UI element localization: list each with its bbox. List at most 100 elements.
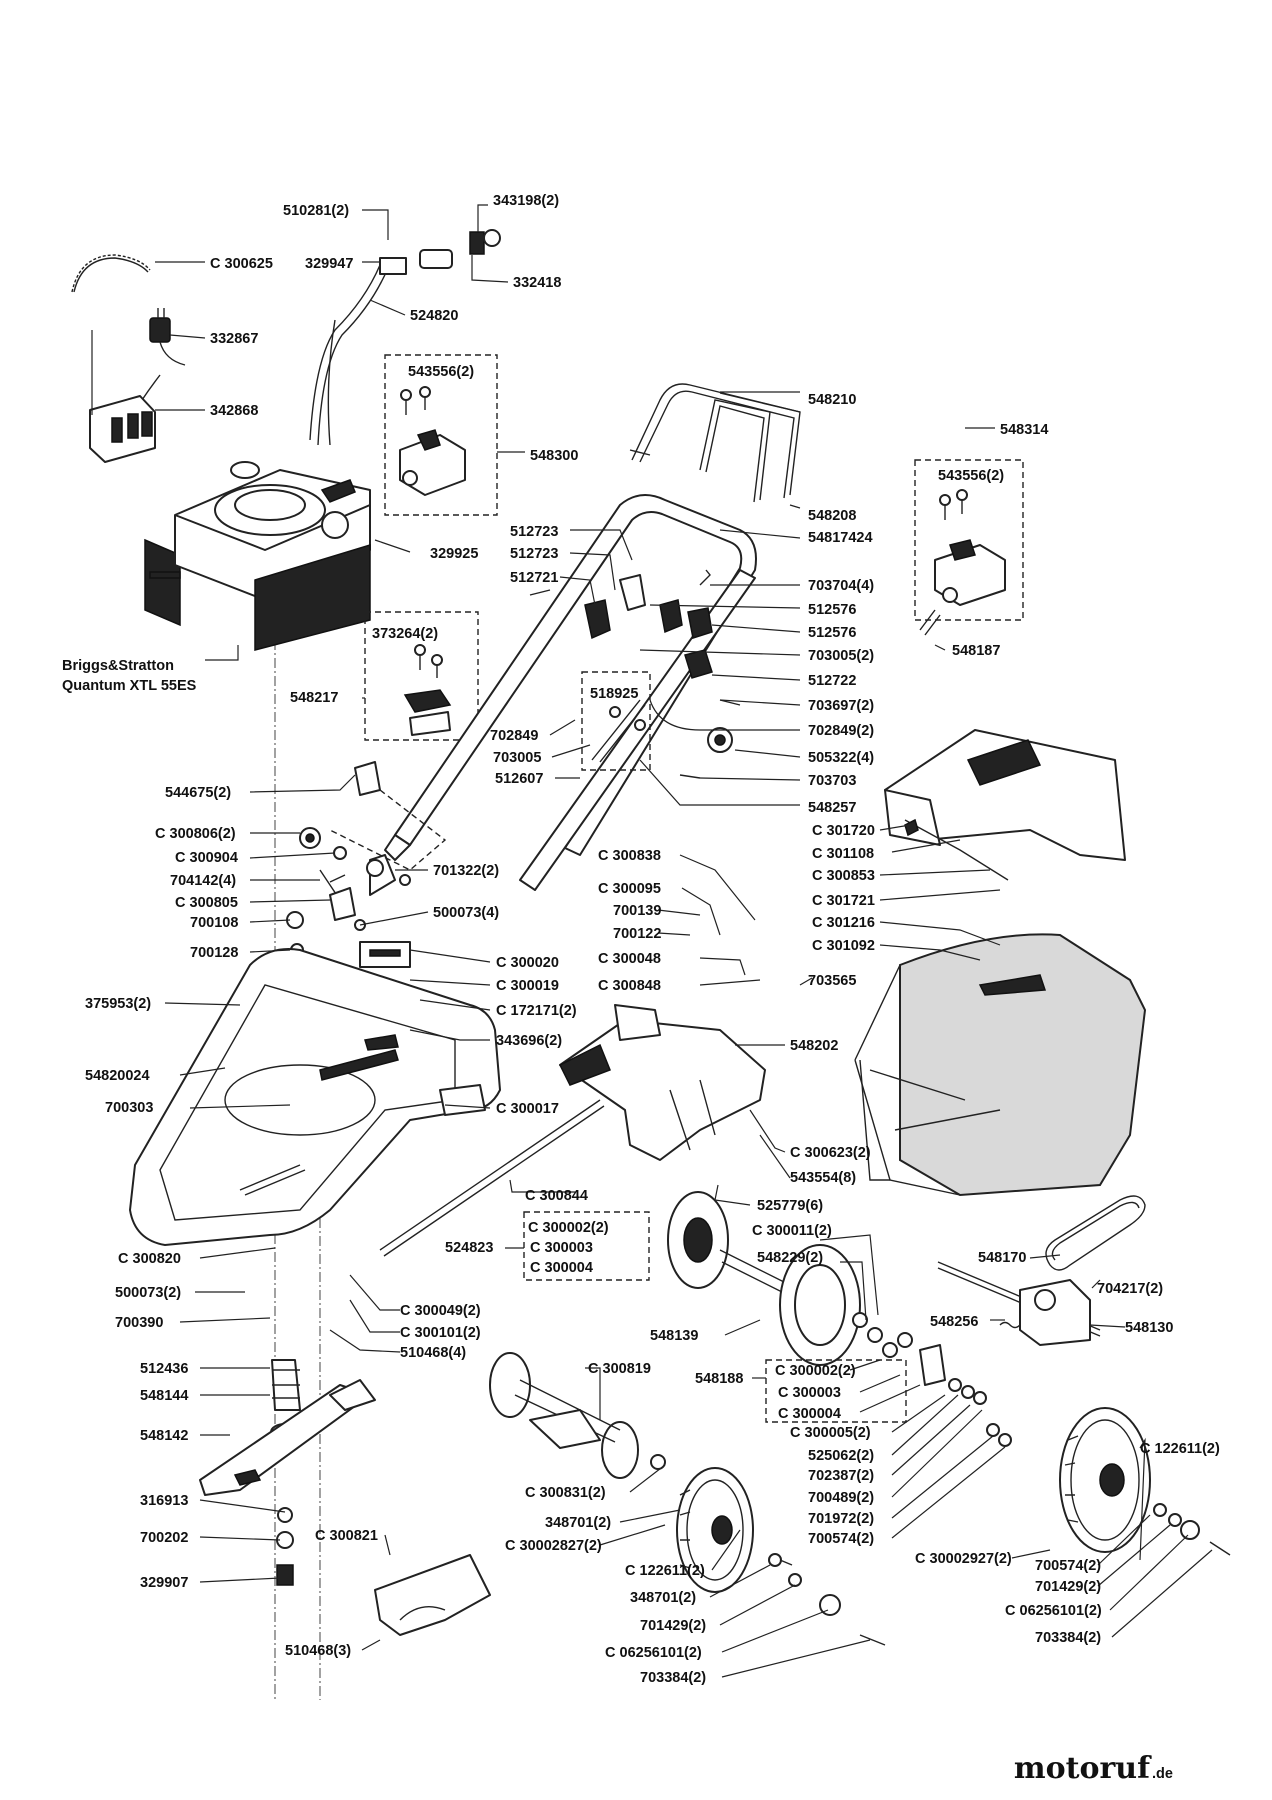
watermark-brand: motoruf — [1014, 1751, 1152, 1786]
part-label: 524820 — [410, 308, 458, 324]
part-label: 348701(2) — [630, 1590, 696, 1606]
part-label: C 06256101(2) — [605, 1645, 702, 1661]
part-label: 500073(2) — [115, 1285, 181, 1301]
switch-housing-part — [399, 386, 466, 496]
part-label: C 300095 — [598, 881, 661, 897]
part-label: 510468(4) — [400, 1345, 466, 1361]
part-label: C 301108 — [812, 846, 874, 862]
part-label: C 122611(2) — [1140, 1441, 1220, 1457]
part-label: 548130 — [1125, 1320, 1173, 1336]
part-label: 512721 — [510, 570, 558, 586]
part-label: 343198(2) — [493, 193, 559, 209]
part-label: 505322(4) — [808, 750, 874, 766]
part-label: 316913 — [140, 1493, 188, 1509]
bracket-dash-lines — [329, 789, 447, 871]
drive-belt-part — [1045, 1195, 1146, 1271]
front-left-wheel-part — [676, 1467, 754, 1593]
part-label: 510468(3) — [285, 1643, 351, 1659]
part-label: 703384(2) — [1035, 1630, 1101, 1646]
front-axle-part — [489, 1352, 639, 1479]
cable-adjuster-part — [591, 699, 646, 763]
part-label: 544675(2) — [165, 785, 231, 801]
part-label: 703005 — [493, 750, 541, 766]
part-label: 329947 — [305, 256, 353, 272]
part-label: 54820024 — [85, 1068, 150, 1084]
part-label: 342868 — [210, 403, 258, 419]
part-label: C 300020 — [496, 955, 559, 971]
part-label: 543554(8) — [790, 1170, 856, 1186]
part-label: C 06256101(2) — [1005, 1603, 1102, 1619]
rear-roller-part — [667, 1191, 861, 1366]
part-label: 512607 — [495, 771, 543, 787]
right-switch-box — [914, 459, 1024, 621]
part-label: 548202 — [790, 1038, 838, 1054]
part-label: C 300005(2) — [790, 1425, 871, 1441]
blade-part — [199, 1379, 376, 1496]
part-label: 700128 — [190, 945, 238, 961]
part-label: C 300821 — [315, 1528, 378, 1544]
part-label: C 300805 — [175, 895, 238, 911]
part-label: C 300831(2) — [525, 1485, 606, 1501]
part-label: 543556(2) — [408, 364, 474, 380]
lever-bracket-part — [403, 644, 452, 736]
part-label: C 300003 — [778, 1385, 841, 1401]
part-label: C 300838 — [598, 848, 661, 864]
rear-right-wheel-part — [1059, 1407, 1151, 1553]
part-labels: 510281(2) 343198(2) C 300625 329947 3324… — [85, 193, 1220, 1686]
part-label: 510281(2) — [283, 203, 349, 219]
part-label: 518925 — [590, 686, 638, 702]
part-label: C 300017 — [496, 1101, 559, 1117]
battery-pack-part — [89, 374, 161, 463]
part-label: 512723 — [510, 524, 558, 540]
part-label: C 300853 — [812, 868, 875, 884]
part-label: 548139 — [650, 1328, 698, 1344]
part-label: 700303 — [105, 1100, 153, 1116]
engine-brand-label: Briggs&Stratton — [62, 658, 174, 674]
part-label: 704217(2) — [1097, 1281, 1163, 1297]
part-label: 702849 — [490, 728, 538, 744]
part-label: C 301721 — [812, 893, 875, 909]
part-label: 373264(2) — [372, 626, 438, 642]
part-label: C 300844 — [525, 1188, 588, 1204]
part-label: C 122611(2) — [625, 1563, 705, 1579]
part-label: C 300820 — [118, 1251, 181, 1267]
part-label: 329925 — [430, 546, 478, 562]
part-label: 548144 — [140, 1388, 188, 1404]
front-left-hub-parts — [650, 1454, 886, 1646]
part-label: 332418 — [513, 275, 561, 291]
part-label: 700122 — [613, 926, 661, 942]
part-label: 512722 — [808, 673, 856, 689]
part-label: C 300002(2) — [775, 1363, 856, 1379]
part-label: 548217 — [290, 690, 338, 706]
part-label: C 300004 — [778, 1406, 841, 1422]
part-label: 700202 — [140, 1530, 188, 1546]
part-label: C 300011(2) — [752, 1223, 832, 1239]
part-label: C 30002927(2) — [915, 1551, 1012, 1567]
switch-housing-box — [384, 354, 498, 516]
part-label: 375953(2) — [85, 996, 151, 1012]
part-label: 701322(2) — [433, 863, 499, 879]
part-label: 701972(2) — [808, 1511, 874, 1527]
small-brackets-part — [286, 761, 411, 957]
rear-right-hub-parts — [1153, 1503, 1231, 1556]
part-label: 700574(2) — [1035, 1558, 1101, 1574]
part-label: C 300049(2) — [400, 1303, 481, 1319]
part-label: C 300004 — [530, 1260, 593, 1276]
part-label: 512436 — [140, 1361, 188, 1377]
part-label: C 300002(2) — [528, 1220, 609, 1236]
part-label: 548208 — [808, 508, 856, 524]
catcher-lid-part — [884, 729, 1126, 881]
part-label: 704142(4) — [170, 873, 236, 889]
watermark-suffix: .de — [1152, 1766, 1173, 1782]
engine-model-label: Quantum XTL 55ES — [62, 678, 197, 694]
part-label: 548314 — [1000, 422, 1048, 438]
part-label: 548300 — [530, 448, 578, 464]
wheel-gearbox-part — [937, 1261, 1101, 1346]
part-label: 512576 — [808, 625, 856, 641]
part-label: C 30002827(2) — [505, 1538, 602, 1554]
engine-label-leader — [205, 645, 239, 661]
part-label: C 300003 — [530, 1240, 593, 1256]
charging-cable-part — [71, 254, 151, 293]
part-label: 703703 — [808, 773, 856, 789]
part-label: 332867 — [210, 331, 258, 347]
